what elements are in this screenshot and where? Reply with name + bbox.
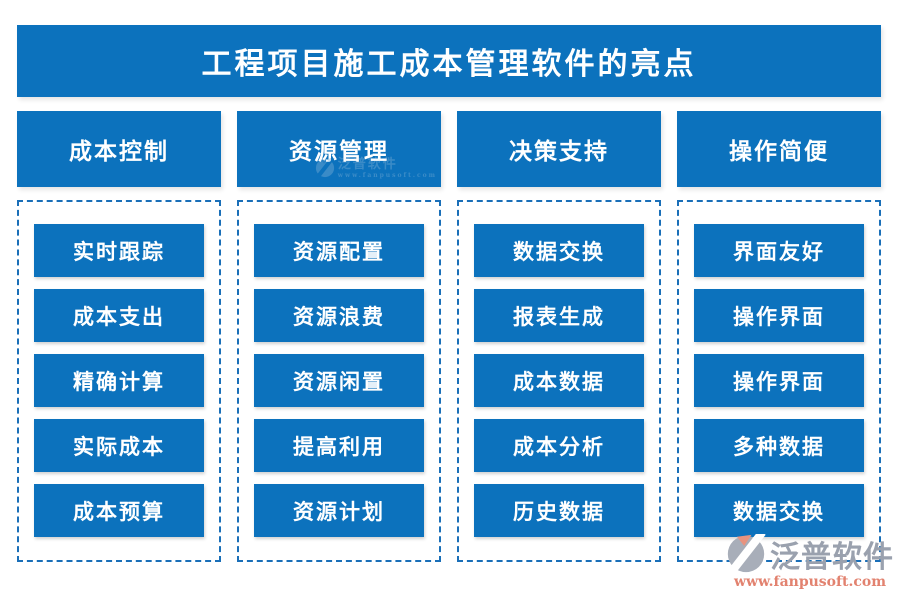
feature-item-label: 成本预算 <box>73 498 165 524</box>
column-header-resource-management[interactable]: 资源管理 泛普软件 www.fanpusoft.com <box>237 111 441 187</box>
feature-item-button[interactable]: 成本数据 <box>474 354 644 407</box>
feature-item-button[interactable]: 提高利用 <box>254 419 424 472</box>
feature-item-label: 精确计算 <box>73 368 165 394</box>
feature-item-button[interactable]: 报表生成 <box>474 289 644 342</box>
feature-item-button[interactable]: 资源计划 <box>254 484 424 537</box>
feature-item-label: 实时跟踪 <box>73 238 165 264</box>
feature-item-button[interactable]: 成本分析 <box>474 419 644 472</box>
feature-item-button[interactable]: 数据交换 <box>474 224 644 277</box>
feature-columns: 成本控制 实时跟踪 成本支出 精确计算 实际成本 成本预算 资源管理 泛普软件 … <box>17 111 881 562</box>
feature-item-button[interactable]: 界面友好 <box>694 224 864 277</box>
column-resource-management: 资源管理 泛普软件 www.fanpusoft.com 资源配置 资源浪费 资源… <box>237 111 441 562</box>
feature-item-label: 资源浪费 <box>293 303 385 329</box>
feature-item-button[interactable]: 操作界面 <box>694 289 864 342</box>
feature-item-label: 数据交换 <box>513 238 605 264</box>
column-easy-operation: 操作简便 界面友好 操作界面 操作界面 多种数据 数据交换 <box>677 111 881 562</box>
feature-item-label: 资源配置 <box>293 238 385 264</box>
feature-item-label: 操作界面 <box>733 303 825 329</box>
feature-item-label: 界面友好 <box>733 238 825 264</box>
feature-item-button[interactable]: 数据交换 <box>694 484 864 537</box>
page-title-bar: 工程项目施工成本管理软件的亮点 <box>17 25 881 97</box>
watermark-url: www.fanpusoft.com <box>733 574 887 590</box>
feature-item-label: 操作界面 <box>733 368 825 394</box>
watermark-brand: 泛普软件 <box>770 540 894 575</box>
feature-item-label: 报表生成 <box>513 303 605 329</box>
feature-item-button[interactable]: 操作界面 <box>694 354 864 407</box>
feature-item-label: 资源闲置 <box>293 368 385 394</box>
column-header-decision-support[interactable]: 决策支持 <box>457 111 661 187</box>
column-header-label: 操作简便 <box>729 138 829 165</box>
column-cost-control: 成本控制 实时跟踪 成本支出 精确计算 实际成本 成本预算 <box>17 111 221 562</box>
brand-watermark: 泛普软件 www.fanpusoft.com <box>726 532 894 590</box>
feature-item-button[interactable]: 历史数据 <box>474 484 644 537</box>
feature-item-label: 数据交换 <box>733 498 825 524</box>
column-body-cost-control: 实时跟踪 成本支出 精确计算 实际成本 成本预算 <box>17 200 221 562</box>
feature-item-button[interactable]: 实时跟踪 <box>34 224 204 277</box>
feature-item-button[interactable]: 成本支出 <box>34 289 204 342</box>
column-body-easy-operation: 界面友好 操作界面 操作界面 多种数据 数据交换 <box>677 200 881 562</box>
feature-item-label: 历史数据 <box>513 498 605 524</box>
header-watermark-url: www.fanpusoft.com <box>337 172 437 179</box>
column-header-label: 成本控制 <box>69 138 169 165</box>
column-header-cost-control[interactable]: 成本控制 <box>17 111 221 187</box>
feature-item-label: 成本支出 <box>73 303 165 329</box>
feature-item-button[interactable]: 成本预算 <box>34 484 204 537</box>
feature-item-button[interactable]: 实际成本 <box>34 419 204 472</box>
feature-item-button[interactable]: 资源配置 <box>254 224 424 277</box>
feature-item-label: 资源计划 <box>293 498 385 524</box>
column-decision-support: 决策支持 数据交换 报表生成 成本数据 成本分析 历史数据 <box>457 111 661 562</box>
column-header-label: 决策支持 <box>509 138 609 165</box>
feature-item-button[interactable]: 资源闲置 <box>254 354 424 407</box>
feature-item-label: 提高利用 <box>293 433 385 459</box>
feature-item-button[interactable]: 资源浪费 <box>254 289 424 342</box>
feature-item-button[interactable]: 精确计算 <box>34 354 204 407</box>
column-body-resource-management: 资源配置 资源浪费 资源闲置 提高利用 资源计划 <box>237 200 441 562</box>
feature-item-label: 实际成本 <box>73 433 165 459</box>
fanpusoft-logo-icon <box>726 534 766 574</box>
feature-item-label: 成本数据 <box>513 368 605 394</box>
feature-item-label: 成本分析 <box>513 433 605 459</box>
page-title: 工程项目施工成本管理软件的亮点 <box>201 47 697 82</box>
column-header-label: 资源管理 <box>289 138 389 165</box>
feature-item-button[interactable]: 多种数据 <box>694 419 864 472</box>
column-body-decision-support: 数据交换 报表生成 成本数据 成本分析 历史数据 <box>457 200 661 562</box>
column-header-easy-operation[interactable]: 操作简便 <box>677 111 881 187</box>
feature-item-label: 多种数据 <box>733 433 825 459</box>
